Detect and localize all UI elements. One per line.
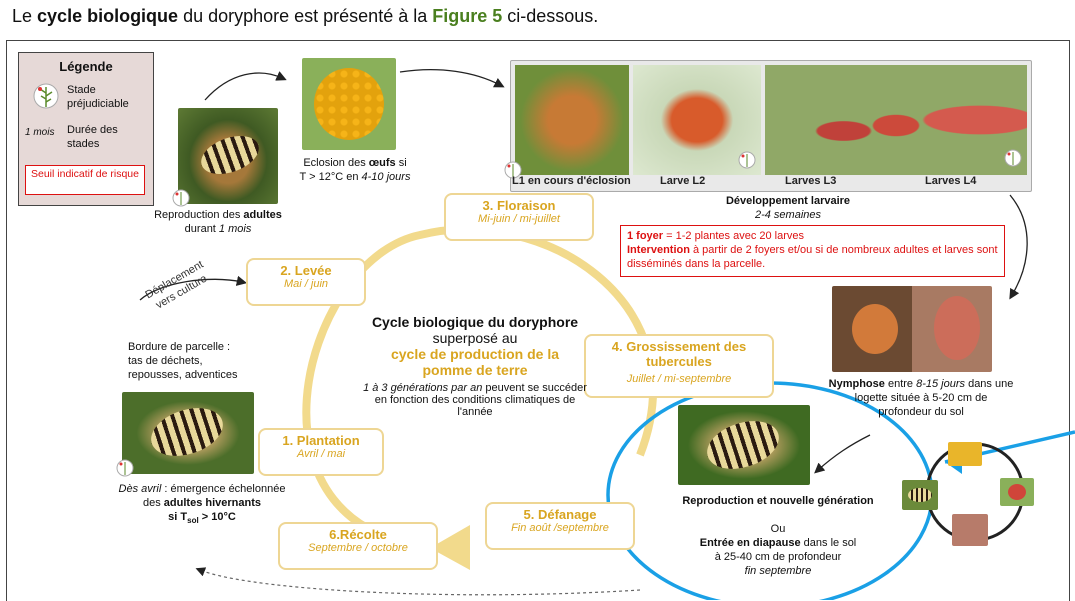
larva-label: Larves L3 xyxy=(785,175,836,187)
larva-label: Larve L2 xyxy=(660,175,705,187)
threshold-box: 1 foyer = 1-2 plantes avec 20 larves Int… xyxy=(620,225,1005,277)
arrow-nymph-newgen xyxy=(818,435,870,470)
new-generation-photo xyxy=(678,405,810,485)
stage-recolte: 6.RécolteSeptembre / octobre xyxy=(278,522,438,570)
nymph-photo xyxy=(832,286,992,372)
bordure-caption: Bordure de parcelle :tas de déchets,repo… xyxy=(128,340,278,382)
dev-caption: Développement larvaire2-4 semaines xyxy=(668,194,908,222)
emergence-caption: Dès avril : émergence échelonnée des adu… xyxy=(92,482,312,528)
plant-target-icon xyxy=(1004,148,1022,168)
overwintering-adult-photo xyxy=(122,392,254,474)
inset-eggs-photo xyxy=(948,442,982,466)
arrow-repro-eclosion xyxy=(205,73,282,100)
inset-nymph-photo xyxy=(952,514,988,546)
inset-larva-photo xyxy=(1000,478,1034,506)
center-text: Cycle biologique du doryphore superposé … xyxy=(330,314,620,418)
eggs-photo xyxy=(302,58,396,150)
stage-levee: 2. LevéeMai / juin xyxy=(246,258,366,306)
repro-caption: Reproduction des adultes durant 1 mois xyxy=(132,208,304,236)
stage-defanage: 5. DéfanageFin août /septembre xyxy=(485,502,635,550)
arrow-diapause-return xyxy=(200,570,640,595)
plant-target-icon xyxy=(738,150,756,170)
stage-plantation: 1. PlantationAvril / mai xyxy=(258,428,384,476)
nymph-caption: Nymphose entre 8-15 jours dans une loget… xyxy=(796,377,1046,419)
plant-target-icon xyxy=(116,458,134,478)
eclosion-caption: Eclosion des œufs si T > 12°C en 4-10 jo… xyxy=(285,156,425,184)
larva-label: L1 en cours d'éclosion xyxy=(512,175,631,187)
stage-floraison: 3. FloraisonMi-juin / mi-juillet xyxy=(444,193,594,241)
arrow-larvae-nymph xyxy=(1010,195,1027,295)
arrow-eclosion-larvae xyxy=(400,70,500,85)
larva-label: Larves L4 xyxy=(925,175,976,187)
plant-target-icon xyxy=(172,188,190,208)
new-generation-caption: Reproduction et nouvelle génération Ou E… xyxy=(648,494,908,578)
adults-photo xyxy=(178,108,278,204)
larvae-panel xyxy=(510,60,1032,192)
